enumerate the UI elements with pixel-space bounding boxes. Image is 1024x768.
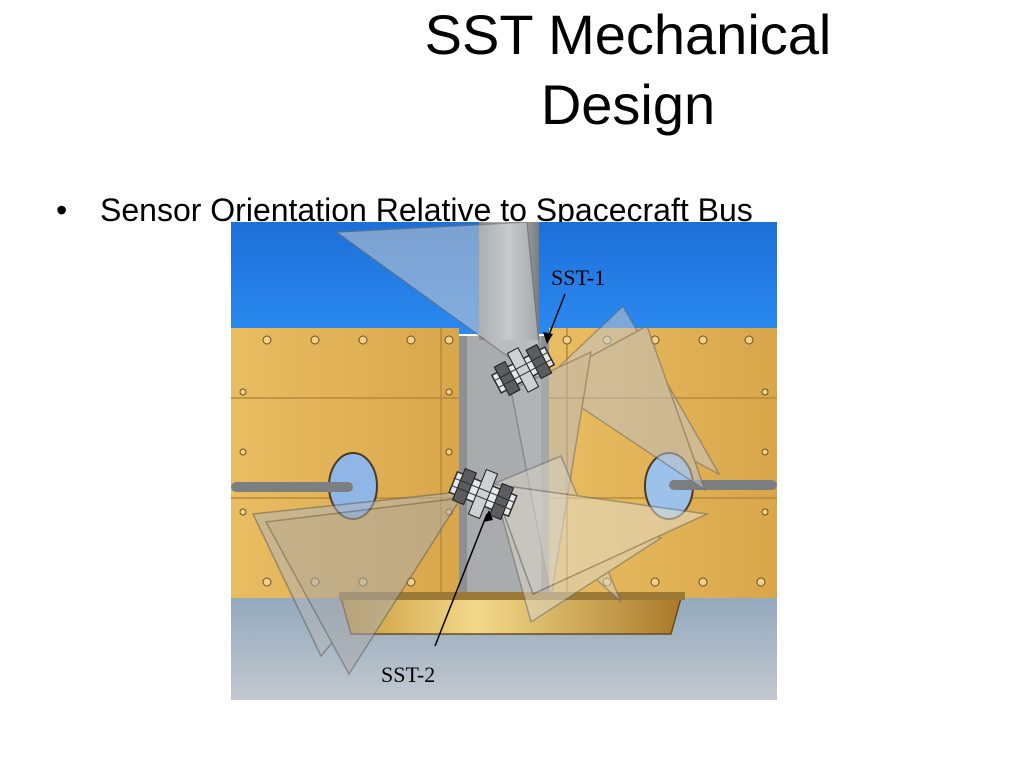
- right-boom: [669, 480, 777, 490]
- spacecraft-illustration: SST-1 SST-2: [231, 222, 777, 700]
- sst1-label: SST-1: [551, 265, 605, 290]
- slide-title: SST Mechanical Design: [330, 0, 926, 140]
- sst2-sensor: [448, 467, 518, 521]
- bullet-marker: •: [56, 192, 68, 228]
- title-line-2: Design: [540, 73, 716, 136]
- spacecraft-figure: SST-1 SST-2: [231, 222, 777, 700]
- sst2-callout-arrow: [434, 513, 488, 647]
- title-line-1: SST Mechanical: [424, 3, 832, 66]
- sst1-callout-arrow: [546, 293, 566, 341]
- sst2-field-of-view: [251, 455, 710, 676]
- sst1-field-of-view: [333, 222, 721, 599]
- sst2-label: SST-2: [381, 662, 435, 687]
- sst1-sensor: [490, 343, 556, 397]
- left-boom: [231, 482, 353, 492]
